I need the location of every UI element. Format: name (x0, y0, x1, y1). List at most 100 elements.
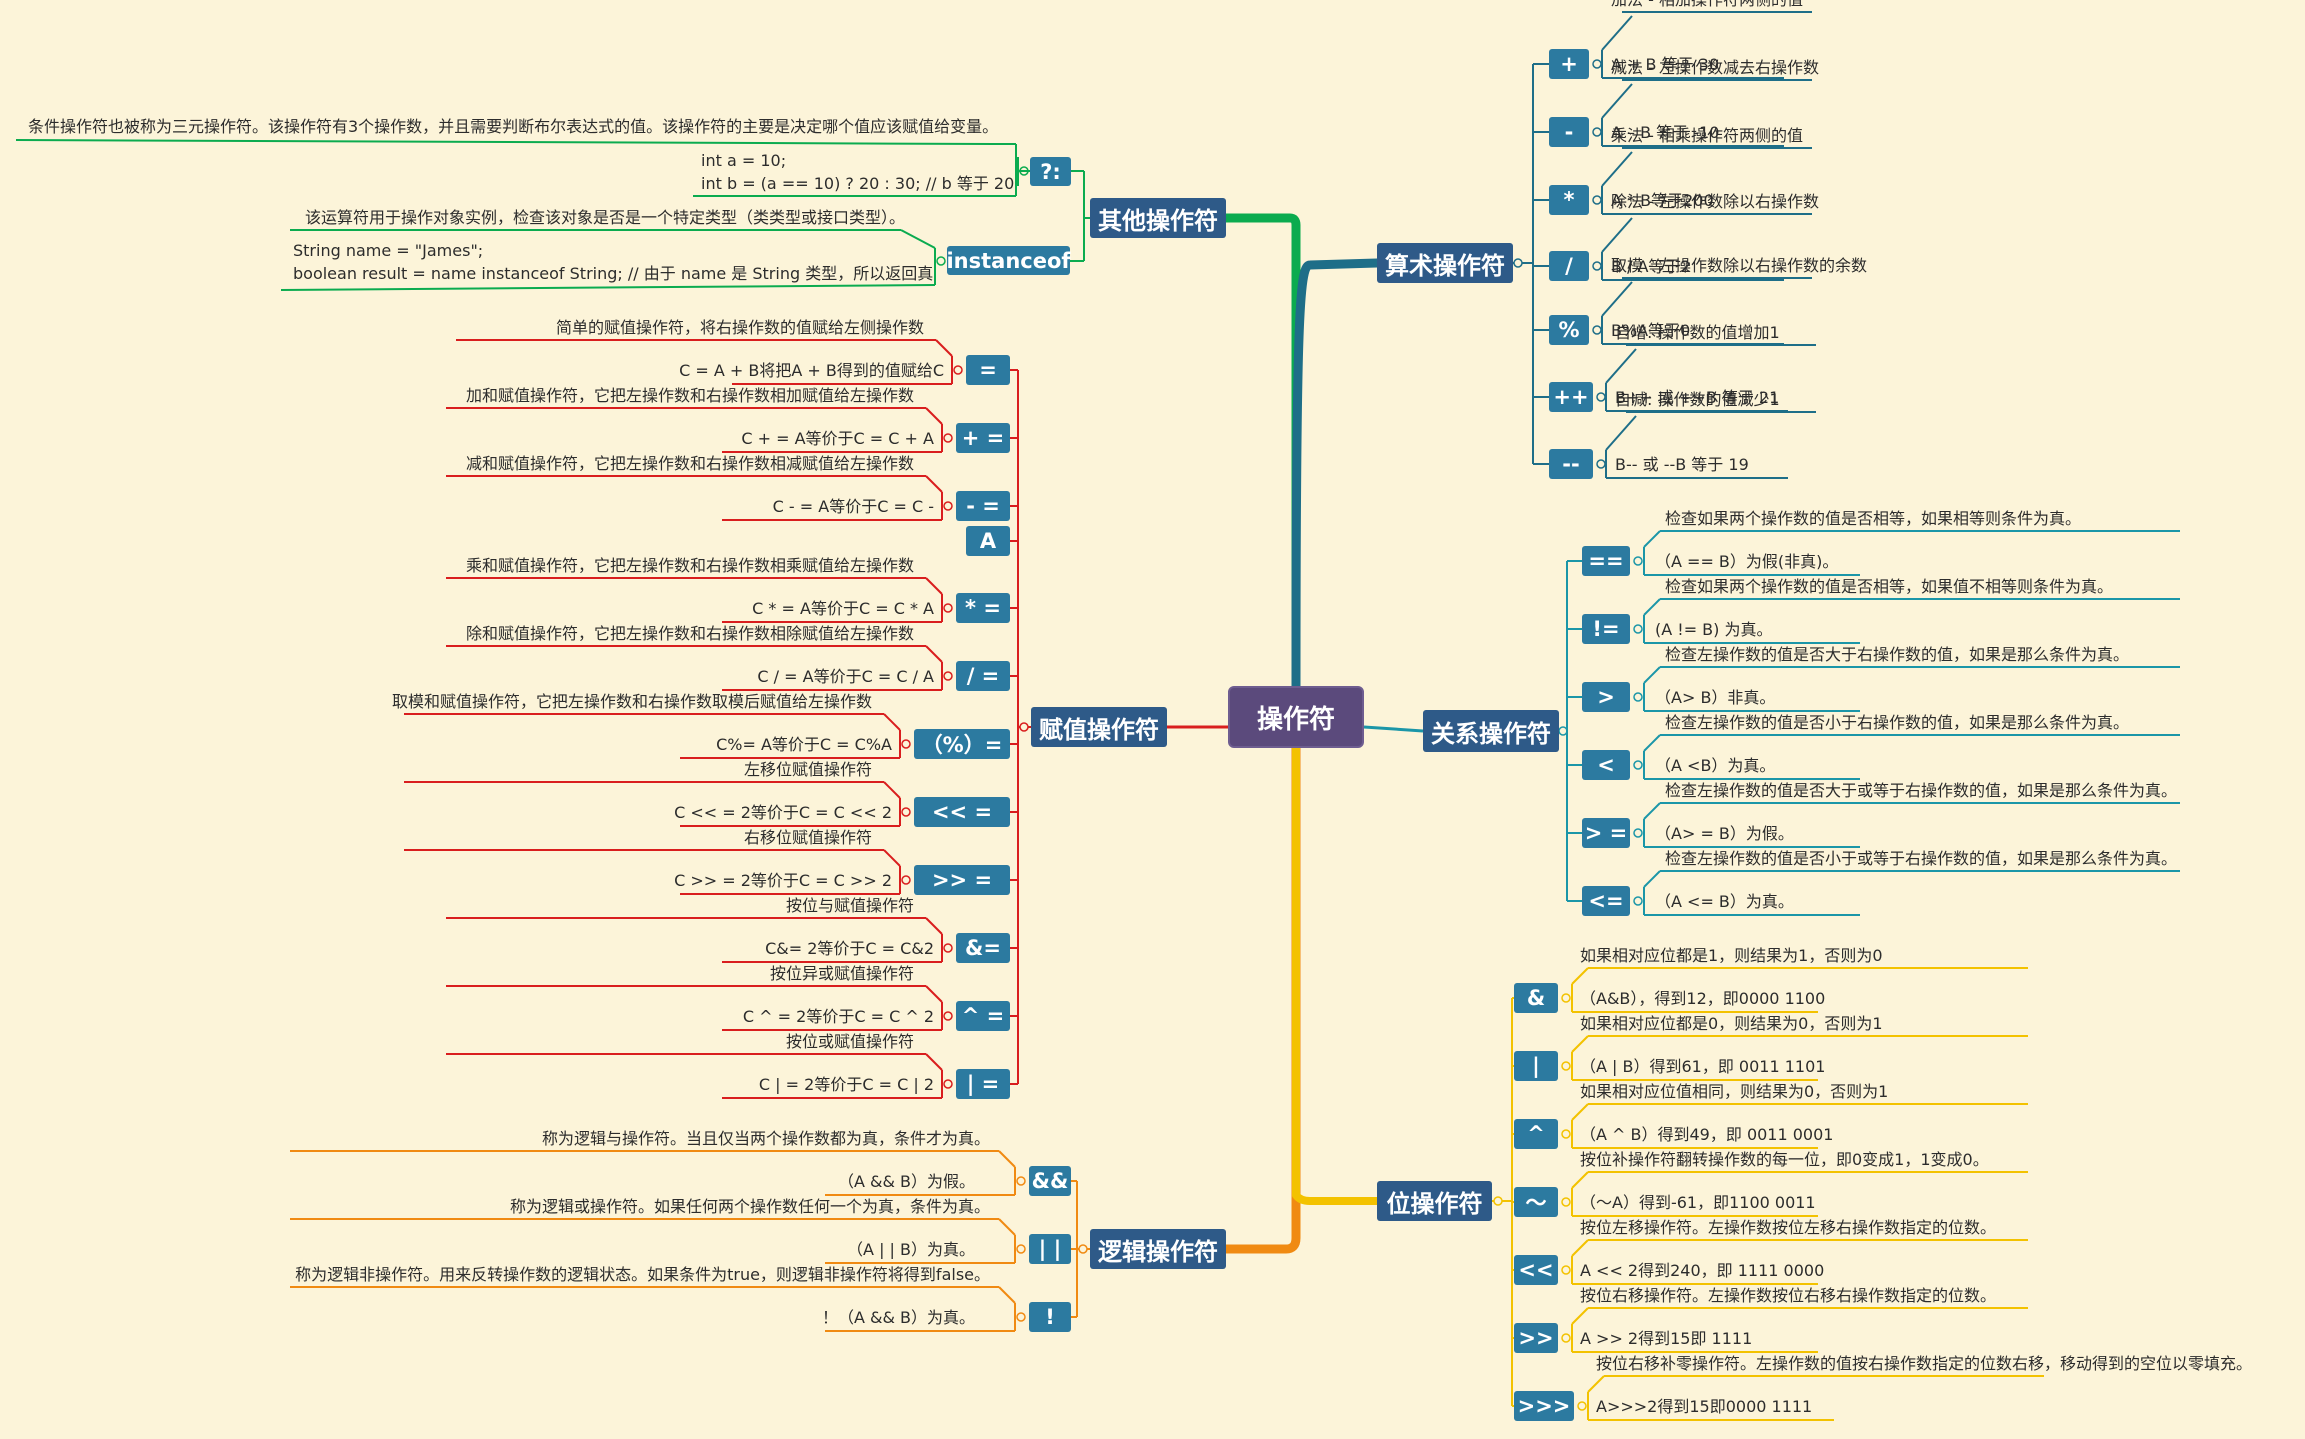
bit-example-4: A << 2得到240，即 1111 0000 (1580, 1261, 1825, 1280)
collapse-toggle[interactable] (1633, 556, 1643, 566)
category-other[interactable]: 其他操作符 (1090, 198, 1226, 238)
operator-bit-5[interactable]: >> (1514, 1323, 1558, 1353)
operator-assign-1[interactable]: + = (956, 423, 1010, 453)
operator-arith-0[interactable]: + (1549, 49, 1589, 79)
operator-assign-3[interactable]: A (966, 526, 1010, 556)
operator-assign-0[interactable]: = (966, 355, 1010, 385)
relation-example-0: （A == B）为假(非真)。 (1655, 552, 1839, 571)
operator-relation-0[interactable]: == (1582, 546, 1630, 576)
category-assign[interactable]: 赋值操作符 (1031, 707, 1167, 747)
collapse-toggle[interactable] (1577, 1401, 1587, 1411)
operator-logic-2[interactable]: ! (1029, 1302, 1071, 1332)
category-relation[interactable]: 关系操作符 (1423, 710, 1559, 752)
collapse-toggle[interactable] (1016, 1176, 1026, 1186)
collapse-toggle[interactable] (1016, 1244, 1026, 1254)
bit-description-1: 如果相对应位都是0，则结果为0，否则为1 (1580, 1014, 1883, 1033)
collapse-toggle[interactable] (1633, 896, 1643, 906)
collapse-toggle[interactable] (901, 807, 911, 817)
connector (1605, 415, 1637, 451)
collapse-toggle[interactable] (943, 671, 953, 681)
collapse-toggle[interactable] (1592, 59, 1602, 69)
connector (1601, 15, 1633, 51)
category-bit[interactable]: 位操作符 (1377, 1181, 1492, 1221)
operator-assign-11[interactable]: | = (956, 1069, 1010, 1099)
relation-description-0: 检查如果两个操作数的值是否相等，如果相等则条件为真。 (1665, 509, 2082, 528)
collapse-toggle[interactable] (1019, 722, 1029, 732)
collapse-toggle[interactable] (1016, 1312, 1026, 1322)
operator-instanceof[interactable]: instanceof (946, 246, 1071, 275)
operator-arith-4[interactable]: % (1549, 315, 1589, 345)
collapse-toggle[interactable] (1078, 1244, 1088, 1254)
collapse-toggle[interactable] (1592, 261, 1602, 271)
collapse-toggle[interactable] (943, 501, 953, 511)
collapse-toggle[interactable] (1513, 258, 1523, 268)
operator-ternary[interactable]: ?: (1030, 157, 1071, 186)
operator-relation-1[interactable]: != (1582, 614, 1630, 644)
collapse-toggle[interactable] (1633, 828, 1643, 838)
operator-bit-6[interactable]: >>> (1514, 1391, 1574, 1421)
operator-bit-2[interactable]: ^ (1514, 1119, 1558, 1149)
collapse-toggle[interactable] (1558, 726, 1568, 736)
collapse-toggle[interactable] (1561, 1129, 1571, 1139)
collapse-toggle[interactable] (1493, 1196, 1503, 1206)
operator-assign-4[interactable]: * = (956, 593, 1010, 623)
operator-bit-4[interactable]: << (1514, 1255, 1558, 1285)
operator-relation-3[interactable]: < (1582, 750, 1630, 780)
collapse-toggle[interactable] (901, 739, 911, 749)
operator-relation-4[interactable]: > = (1582, 818, 1630, 848)
operator-logic-1[interactable]: | | (1029, 1234, 1071, 1264)
connector (1601, 281, 1633, 317)
collapse-toggle[interactable] (943, 603, 953, 613)
operator-arith-1[interactable]: - (1549, 117, 1589, 147)
operator-relation-2[interactable]: > (1582, 682, 1630, 712)
root-node[interactable]: 操作符 (1228, 686, 1364, 748)
operator-assign-6[interactable]: （%）= (914, 729, 1010, 759)
logic-example-1: （A | | B）为真。 (847, 1240, 975, 1259)
assign-example-2: C - = A等价于C = C - (772, 497, 934, 516)
collapse-toggle[interactable] (943, 433, 953, 443)
arith-description-4: 取模 - 左操作数除以右操作数的余数 (1611, 256, 1867, 275)
operator-assign-7[interactable]: << = (914, 797, 1010, 827)
collapse-toggle[interactable] (1592, 325, 1602, 335)
collapse-toggle[interactable] (1561, 1333, 1571, 1343)
operator-relation-5[interactable]: <= (1582, 886, 1630, 916)
bit-example-6: A>>>2得到15即0000 1111 (1596, 1397, 1813, 1416)
relation-description-1: 检查如果两个操作数的值是否相等，如果值不相等则条件为真。 (1665, 577, 2114, 596)
collapse-toggle[interactable] (953, 365, 963, 375)
operator-arith-5[interactable]: ++ (1549, 382, 1593, 412)
operator-assign-8[interactable]: >> = (914, 865, 1010, 895)
collapse-toggle[interactable] (901, 875, 911, 885)
collapse-toggle[interactable] (1561, 1265, 1571, 1275)
operator-bit-1[interactable]: | (1514, 1051, 1558, 1081)
operator-arith-6[interactable]: -- (1549, 449, 1593, 479)
category-logic[interactable]: 逻辑操作符 (1090, 1229, 1226, 1269)
operator-assign-2[interactable]: - = (956, 491, 1010, 521)
operator-arith-2[interactable]: * (1549, 185, 1589, 215)
operator-assign-9[interactable]: &= (956, 933, 1010, 963)
collapse-toggle[interactable] (1561, 1197, 1571, 1207)
collapse-toggle[interactable] (1596, 392, 1606, 402)
connector (1571, 967, 1589, 985)
collapse-toggle[interactable] (943, 1079, 953, 1089)
collapse-toggle[interactable] (1596, 459, 1606, 469)
collapse-toggle[interactable] (1561, 993, 1571, 1003)
operator-assign-5[interactable]: / = (956, 661, 1010, 691)
operator-arith-3[interactable]: / (1549, 251, 1589, 281)
operator-logic-0[interactable]: && (1029, 1166, 1071, 1196)
operator-bit-0[interactable]: & (1514, 983, 1558, 1013)
collapse-toggle[interactable] (943, 1011, 953, 1021)
collapse-toggle[interactable] (1561, 1061, 1571, 1071)
connector (1571, 1103, 1589, 1121)
operator-bit-3[interactable]: 〜 (1514, 1187, 1558, 1217)
collapse-toggle[interactable] (943, 943, 953, 953)
collapse-toggle[interactable] (936, 256, 946, 266)
collapse-toggle[interactable] (1633, 760, 1643, 770)
collapse-toggle[interactable] (1633, 624, 1643, 634)
collapse-toggle[interactable] (1592, 127, 1602, 137)
operator-assign-10[interactable]: ^ = (956, 1001, 1010, 1031)
collapse-toggle[interactable] (1592, 195, 1602, 205)
collapse-toggle[interactable] (1633, 692, 1643, 702)
category-arith[interactable]: 算术操作符 (1377, 243, 1513, 283)
connector (1601, 151, 1633, 187)
